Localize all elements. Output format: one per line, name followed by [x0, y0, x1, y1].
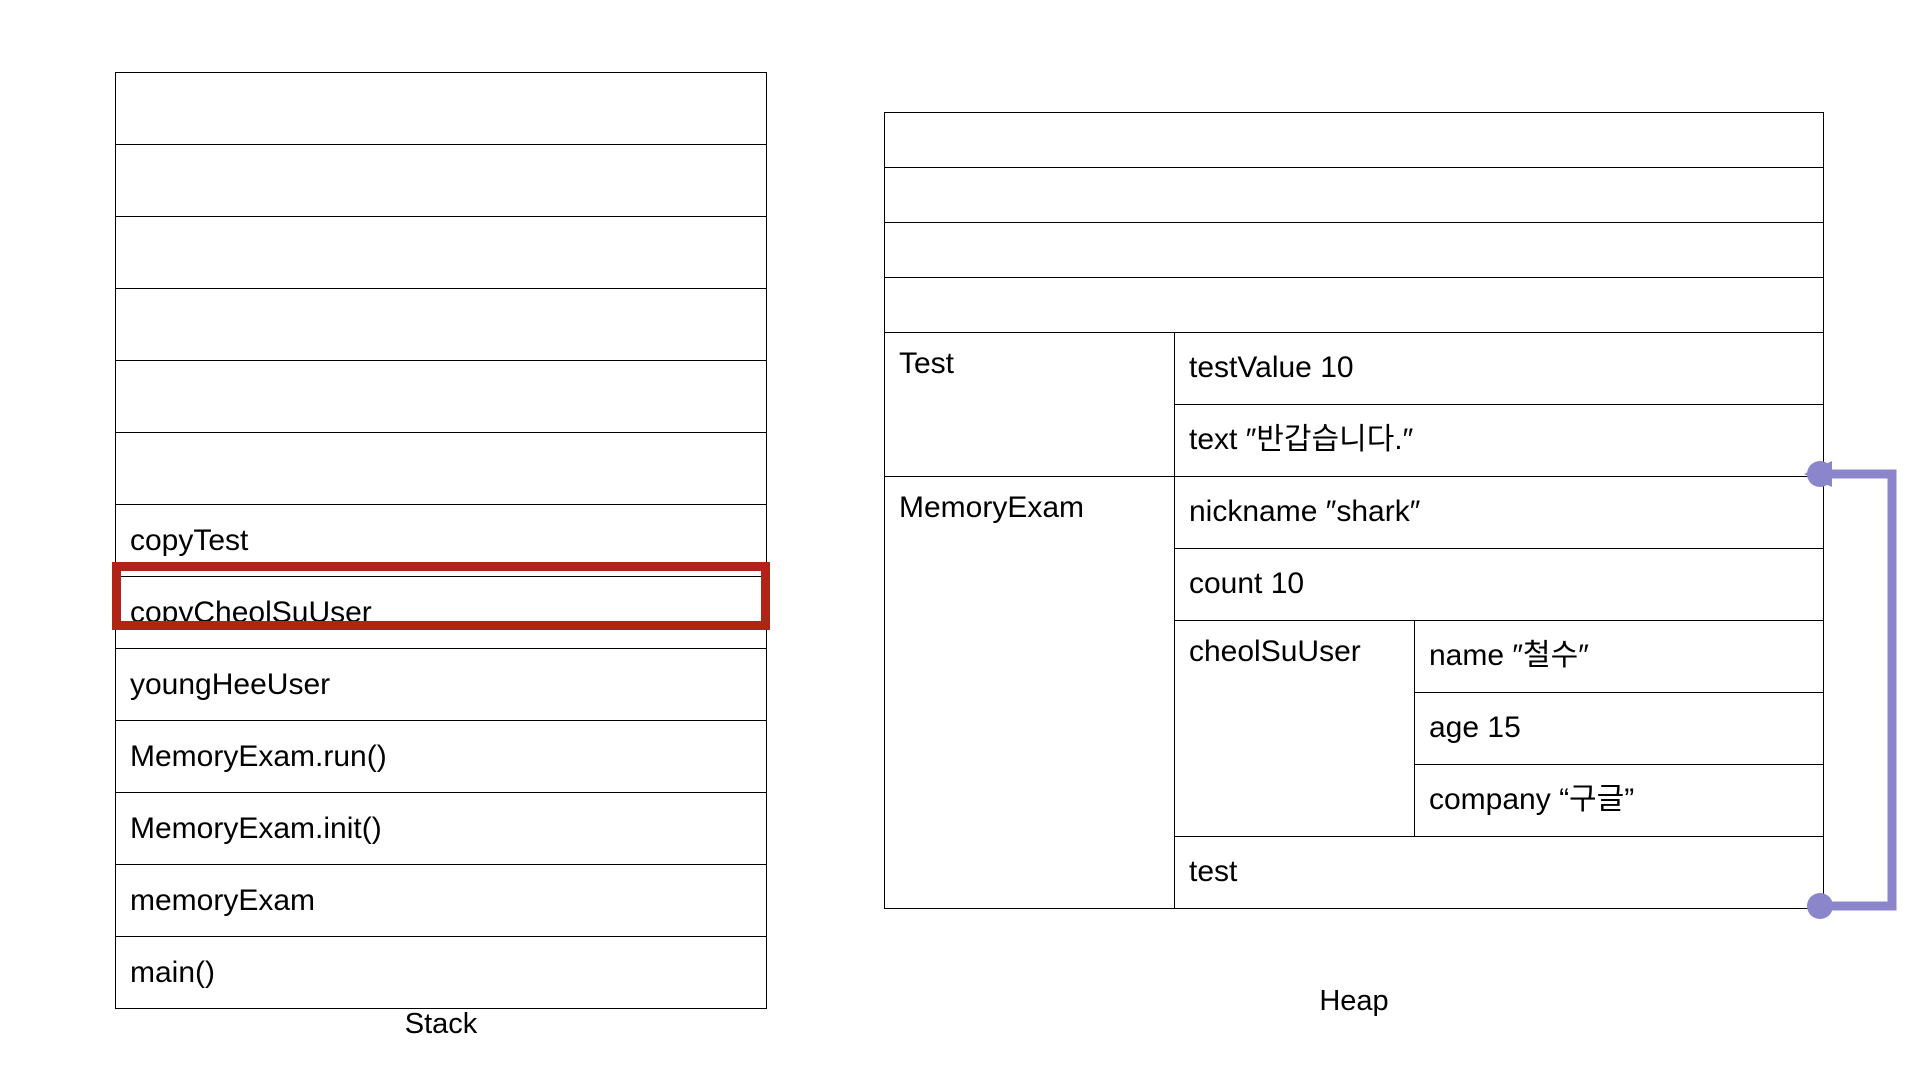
heap-object-type-test: Test: [884, 332, 1175, 477]
heap-table-body: Test testValue 10 text ″반갑습니다.″ MemoryEx…: [884, 112, 1824, 909]
pointer-source-dot-icon: [1807, 893, 1833, 919]
stack-caption: Stack: [404, 1008, 478, 1040]
stack-empty-row: [115, 72, 767, 145]
heap-empty-row: [884, 277, 1824, 333]
stack-frame-row: youngHeeUser: [115, 648, 767, 721]
stack-frame-memoryexam-init: MemoryExam.init(): [115, 792, 767, 865]
heap-empty-cell: [884, 112, 1824, 168]
stack-empty-cell: [115, 288, 767, 361]
stack-frame-row: copyTest: [115, 504, 767, 577]
stack-empty-cell: [115, 360, 767, 433]
stack-frame-copy-cheolsuuser: copyCheolSuUser: [115, 576, 767, 649]
stack-frame-memoryexam-run: MemoryExam.run(): [115, 720, 767, 793]
stack-empty-cell: [115, 432, 767, 505]
heap-object-type-memoryexam: MemoryExam: [884, 476, 1175, 909]
stack-frame-row: copyCheolSuUser: [115, 576, 767, 649]
stack-empty-cell: [115, 216, 767, 289]
heap-nested-field-age: age 15: [1414, 692, 1824, 765]
heap-nested-field-name: name ″철수″: [1414, 620, 1824, 693]
stack-empty-row: [115, 144, 767, 217]
stack-empty-row: [115, 216, 767, 289]
heap-empty-cell: [884, 167, 1824, 223]
stack-empty-row: [115, 288, 767, 361]
heap-field-test-text: text ″반갑습니다.″: [1174, 404, 1824, 477]
stack-frame-row: MemoryExam.run(): [115, 720, 767, 793]
stack-frame-memoryexam: memoryExam: [115, 864, 767, 937]
stack-table: copyTest copyCheolSuUser youngHeeUser Me…: [115, 72, 767, 1009]
heap-object-row-memoryexam: MemoryExam nickname ″shark″: [884, 476, 1824, 909]
stack-diagram: copyTest copyCheolSuUser youngHeeUser Me…: [115, 72, 767, 1009]
stack-frame-row: memoryExam: [115, 864, 767, 937]
heap-field-count: count 10: [1174, 548, 1824, 621]
heap-object-row-test: Test testValue 10: [884, 332, 1824, 477]
stack-table-body: copyTest copyCheolSuUser youngHeeUser Me…: [115, 72, 767, 1009]
stack-empty-row: [115, 432, 767, 505]
heap-field-test-value: testValue 10: [1174, 332, 1824, 405]
stack-frame-main: main(): [115, 936, 767, 1009]
stack-frame-row: MemoryExam.init(): [115, 792, 767, 865]
pointer-target-dot-icon: [1807, 461, 1833, 487]
stack-frame-younghee-user: youngHeeUser: [115, 648, 767, 721]
heap-table: Test testValue 10 text ″반갑습니다.″ MemoryEx…: [884, 112, 1824, 909]
stack-frame-row: main(): [115, 936, 767, 1009]
stack-empty-cell: [115, 72, 767, 145]
heap-field-nickname: nickname ″shark″: [1174, 476, 1824, 549]
stack-empty-row: [115, 360, 767, 433]
heap-nested-field-company: company “구글”: [1414, 764, 1824, 837]
heap-diagram: Test testValue 10 text ″반갑습니다.″ MemoryEx…: [884, 112, 1824, 909]
heap-field-row: cheolSuUser name ″철수″: [885, 620, 1824, 837]
heap-empty-row: [884, 167, 1824, 223]
stack-empty-cell: [115, 144, 767, 217]
heap-empty-row: [884, 112, 1824, 168]
heap-caption: Heap: [1319, 985, 1389, 1017]
heap-field-row: test: [885, 836, 1824, 909]
heap-field-cheolsuuser: cheolSuUser: [1174, 620, 1415, 837]
heap-field-test-ref: test: [1174, 836, 1824, 909]
heap-empty-cell: [884, 277, 1824, 333]
heap-nested-field-row: age 15: [885, 692, 1824, 765]
heap-empty-row: [884, 222, 1824, 278]
heap-empty-cell: [884, 222, 1824, 278]
heap-field-row: count 10: [885, 548, 1824, 621]
stack-frame-copy-test: copyTest: [115, 504, 767, 577]
